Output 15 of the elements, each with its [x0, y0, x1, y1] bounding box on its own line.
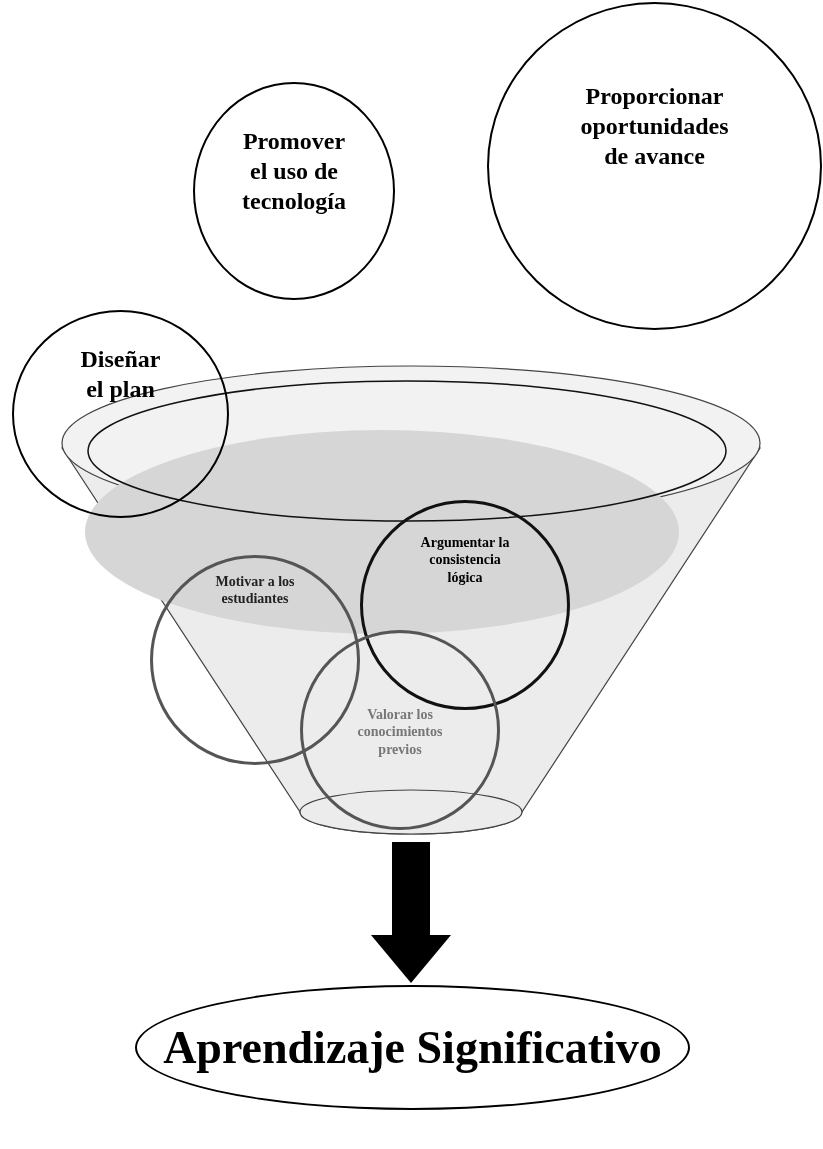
node-label: Diseñar el plan	[79, 345, 162, 404]
ellipse-node	[135, 985, 690, 1110]
node-label: Proporcionar oportunidades de avance	[579, 82, 730, 171]
circle-node	[150, 555, 360, 765]
circle-node	[193, 82, 395, 300]
circle-node	[12, 310, 229, 518]
circle-node	[300, 630, 500, 830]
node-label: Argumentar la consistencia lógica	[419, 533, 511, 587]
circle-node	[487, 2, 822, 330]
arrow	[371, 842, 451, 983]
circle-node	[360, 500, 570, 710]
node-label: Aprendizaje Significativo	[162, 1020, 663, 1075]
node-label: Promover el uso de tecnología	[241, 127, 347, 216]
node-label: Valorar los conocimientos previos	[356, 705, 444, 759]
node-label: Motivar a los estudiantes	[214, 572, 296, 608]
